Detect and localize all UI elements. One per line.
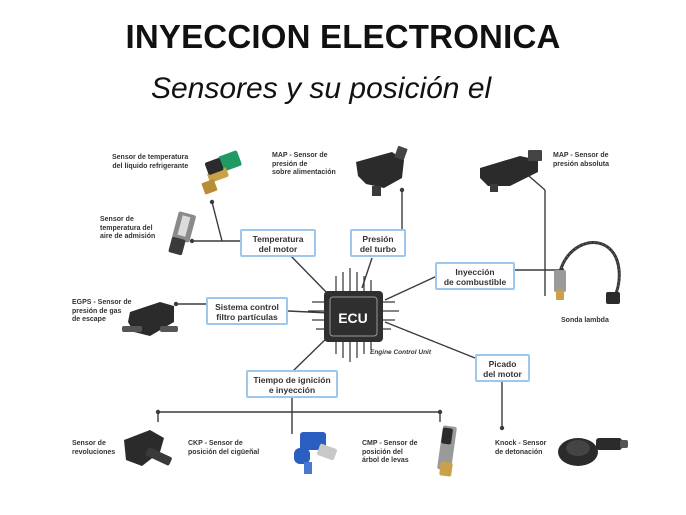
egps-sensor-icon: [122, 302, 178, 336]
ecu-to-picado-line: [384, 321, 476, 359]
coolant-temperature-sensor-icon: [201, 150, 242, 195]
slide-title: INYECCION ELECTRONICA: [125, 18, 561, 55]
ckp-sensor-icon: [294, 432, 337, 474]
ecu-to-temperatura-line: [287, 252, 331, 297]
label-sonda-lambda: Sonda lambda: [561, 317, 609, 324]
ecu-caption: Engine Control Unit: [370, 349, 432, 356]
ecu-to-inyeccion-line: [384, 275, 438, 301]
knock-sensor-icon: [558, 438, 628, 466]
ecu-to-sistema-line: [287, 310, 331, 314]
map-boost-sensor-icon: [356, 145, 408, 196]
temperatura-up-line: [211, 201, 223, 242]
slide-subtitle: Sensores y su posición el: [151, 72, 492, 105]
lambda-sensor-icon: [554, 240, 621, 304]
intake-air-temperature-sensor-icon: [168, 211, 196, 256]
ecu-label: ECU: [338, 310, 368, 326]
map-absolute-sensor-icon: [480, 150, 542, 192]
rpm-sensor-icon: [124, 430, 172, 466]
ecu-chip: ECU: [308, 268, 399, 362]
cmp-sensor-icon: [437, 425, 457, 477]
